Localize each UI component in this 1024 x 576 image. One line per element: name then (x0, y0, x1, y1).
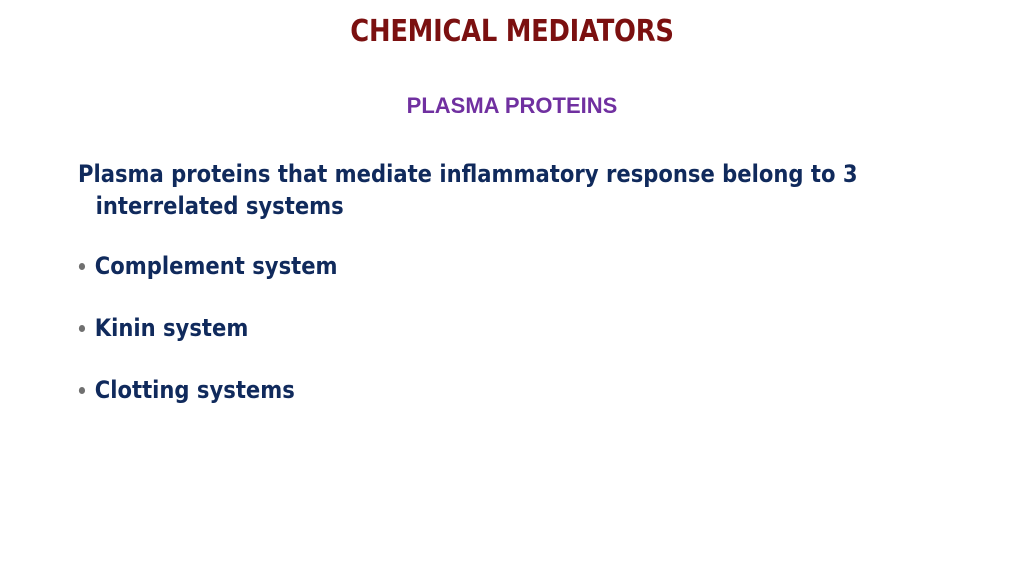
bullet-dot-icon (78, 262, 86, 270)
bullet-label: Clotting systems (94, 376, 295, 404)
intro-paragraph: Plasma proteins that mediate inflammator… (78, 160, 858, 220)
slide-subtitle: PLASMA PROTEINS (406, 93, 618, 118)
bullet-item-clotting: Clotting systems (78, 374, 852, 406)
bullet-label: Complement system (94, 252, 338, 280)
bullet-dot-icon (78, 324, 86, 332)
slide-body: Plasma proteins that mediate inflammator… (78, 158, 958, 406)
bullet-dot-icon (78, 386, 86, 394)
bullet-label: Kinin system (94, 314, 249, 342)
bullet-item-complement: Complement system (78, 250, 852, 282)
bullet-item-kinin: Kinin system (78, 312, 852, 344)
slide-title: CHEMICAL MEDIATORS (350, 14, 674, 49)
